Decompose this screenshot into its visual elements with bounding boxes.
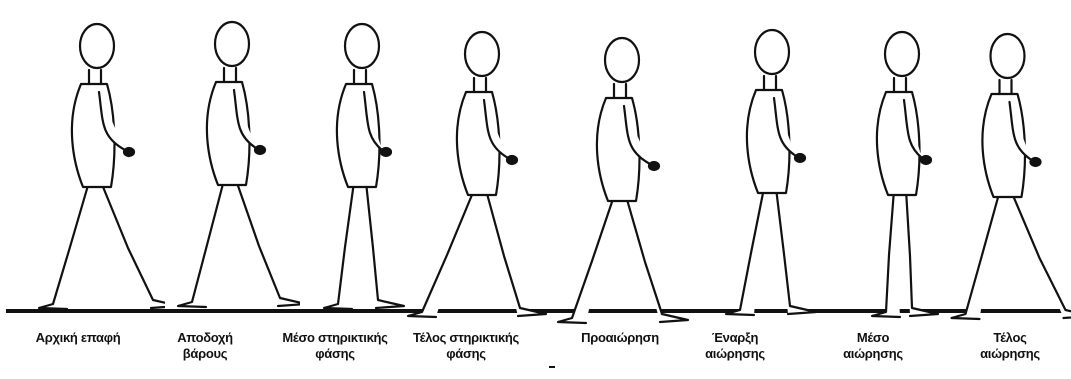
phase-label-line1: Μέσο	[843, 330, 903, 346]
phase-label-line1: Μέσο στηρικτικής	[282, 330, 387, 346]
phase-label-line2: φάσης	[282, 346, 387, 362]
phase-label-line2: βάρους	[177, 346, 233, 362]
phase-label-line2: αιώρησης	[980, 346, 1040, 362]
hand	[255, 146, 265, 154]
phase-label-line1: Τέλος	[980, 330, 1040, 346]
back-leg	[558, 196, 614, 323]
neck	[1000, 80, 1012, 94]
phase-label-line1: Τέλος στηρικτικής	[413, 330, 519, 346]
phase-label-line1: Προαιώρηση	[581, 330, 659, 346]
phase-label-terminal-swing: Τέλος αιώρησης	[980, 330, 1040, 362]
front-leg	[1012, 192, 1071, 318]
back-leg	[408, 190, 474, 317]
phase-label-loading-response: Αποδοχή βάρους	[177, 330, 233, 362]
hand	[124, 148, 134, 156]
hand	[507, 156, 517, 164]
phase-label-line2: αιώρησης	[843, 346, 903, 362]
head	[80, 24, 114, 68]
hand	[649, 162, 659, 170]
walking-figure-terminal-swing	[930, 22, 1071, 322]
neck	[89, 70, 101, 84]
figure-outline	[558, 38, 688, 323]
back-leg	[39, 182, 89, 309]
head	[345, 24, 379, 68]
back-leg	[324, 182, 354, 309]
figure-outline	[952, 34, 1071, 319]
walking-figure-initial-swing	[690, 18, 840, 318]
head	[465, 32, 499, 76]
phase-label-initial-swing: Έναρξη αιώρησης	[705, 330, 765, 362]
neck	[474, 78, 486, 92]
back-leg	[952, 192, 1000, 319]
figure-outline	[39, 24, 165, 309]
hand	[1031, 158, 1041, 166]
neck	[894, 78, 906, 92]
walking-figure-loading-response	[150, 10, 300, 310]
neck	[614, 84, 626, 98]
phase-label-line2: αιώρησης	[705, 346, 765, 362]
phase-label-line1: Αρχική επαφή	[36, 330, 121, 346]
head	[991, 34, 1025, 78]
front-leg	[626, 196, 688, 322]
back-leg	[726, 188, 764, 315]
phase-label-initial-contact: Αρχική επαφή	[36, 330, 121, 346]
phase-label-mid-swing: Μέσο αιώρησης	[843, 330, 903, 362]
phase-label-line2: φάσης	[413, 346, 519, 362]
hand	[795, 154, 805, 162]
front-leg	[776, 188, 816, 314]
neck	[354, 70, 366, 84]
phase-label-line1: Έναρξη	[705, 330, 765, 346]
figure-outline	[726, 30, 816, 315]
figure-outline	[872, 32, 938, 317]
phase-label-pre-swing: Προαιώρηση	[581, 330, 659, 346]
back-leg	[178, 180, 224, 307]
walking-figure-pre-swing	[535, 26, 695, 326]
figure-outline	[408, 32, 546, 317]
dash-mark	[549, 366, 555, 368]
phase-label-line1: Αποδοχή	[177, 330, 233, 346]
head	[885, 32, 919, 76]
phase-label-terminal-stance: Τέλος στηρικτικής φάσης	[413, 330, 519, 362]
head	[605, 38, 639, 82]
neck	[764, 76, 776, 90]
head	[215, 22, 249, 66]
neck	[224, 68, 236, 82]
phase-label-mid-stance: Μέσο στηρικτικής φάσης	[282, 330, 387, 362]
walking-figure-initial-contact	[15, 12, 165, 312]
back-leg	[872, 190, 900, 317]
head	[755, 30, 789, 74]
